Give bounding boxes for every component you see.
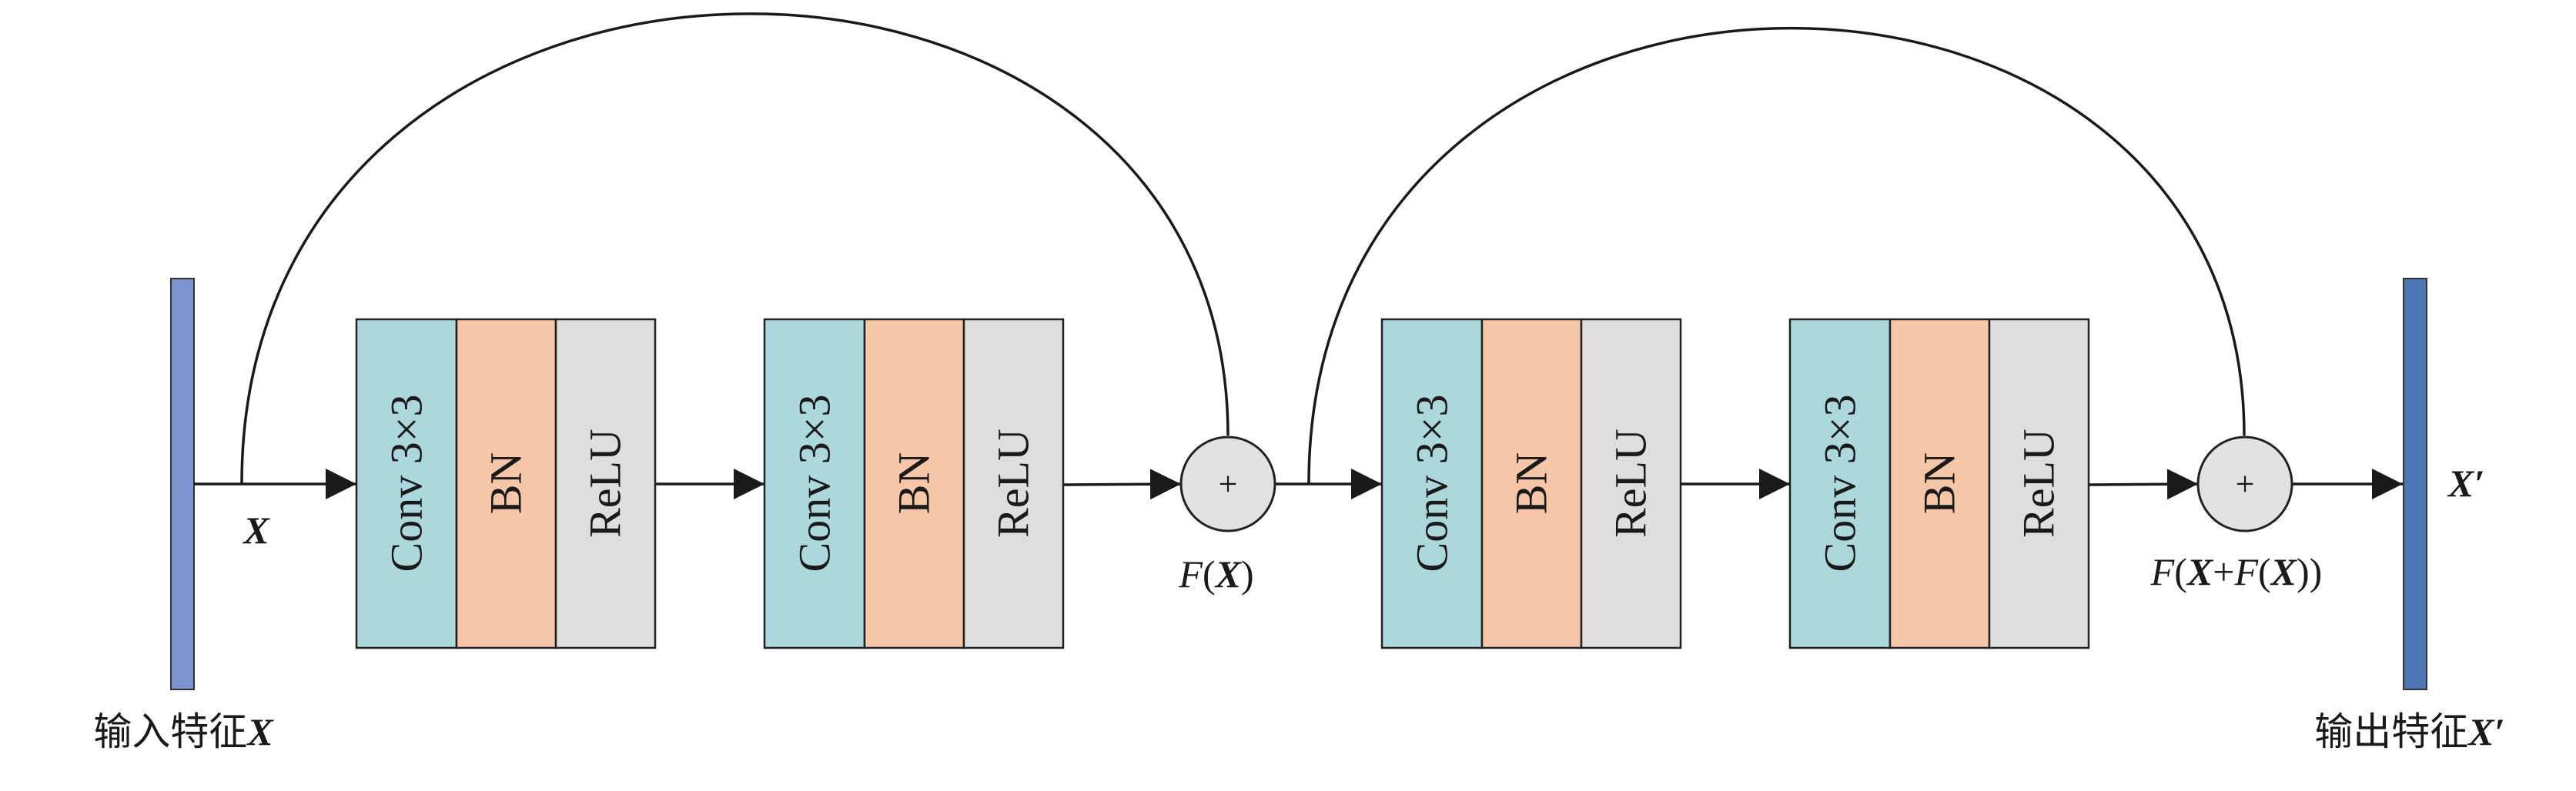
adder-node-1: + [1179, 436, 1276, 532]
adder-1-output-label: F(X) [1178, 552, 1253, 596]
relu-label: ReLU [580, 429, 631, 538]
adder-circle [2196, 436, 2293, 532]
conv-label: Conv 3×3 [1815, 395, 1865, 572]
relu-layer [962, 318, 1065, 649]
conv-bn-relu-block-1: Conv 3×3 BN ReLU [355, 318, 657, 649]
skip-connection-arc-2 [1307, 26, 2246, 485]
relu-layer [554, 318, 657, 649]
conv-label: Conv 3×3 [1407, 395, 1457, 572]
adder-2-output-label: F(X+F(X)) [2150, 550, 2323, 593]
relu-label: ReLU [2014, 429, 2064, 538]
bn-layer [1889, 318, 1991, 649]
input-feature-bar [170, 278, 195, 690]
relu-label: ReLU [1606, 429, 1656, 538]
adder-circle [1179, 436, 1276, 532]
bn-label: BN [481, 452, 531, 515]
relu-label: ReLU [989, 429, 1039, 538]
conv-label: Conv 3×3 [382, 395, 432, 572]
skip-connection-arc-1 [240, 12, 1229, 485]
conv-layer [355, 318, 458, 649]
conv-layer [763, 318, 866, 649]
conv-bn-relu-block-4: Conv 3×3 BN ReLU [1788, 318, 2090, 649]
output-caption: 输出特征X′ [2314, 710, 2504, 753]
relu-layer [1580, 318, 1682, 649]
bn-layer [455, 318, 557, 649]
conv-bn-relu-block-2: Conv 3×3 BN ReLU [763, 318, 1065, 649]
bn-label: BN [1507, 452, 1557, 515]
input-caption: 输入特征X [93, 710, 274, 753]
input-arrow-label: X [242, 509, 270, 552]
arrow-block-4-to-adder-2 [2088, 469, 2199, 500]
plus-symbol: + [2236, 466, 2255, 503]
bn-layer [863, 318, 965, 649]
plus-symbol: + [1219, 466, 1238, 503]
bn-label: BN [889, 452, 939, 515]
adder-node-2: + [2196, 436, 2293, 532]
arrow-block-2-to-adder-1 [1062, 469, 1182, 500]
conv-label: Conv 3×3 [790, 395, 840, 572]
bn-label: BN [1915, 452, 1965, 515]
relu-layer [1988, 318, 2090, 649]
output-feature-bar [2403, 278, 2427, 690]
output-side-label: X′ [2447, 462, 2484, 505]
conv-bn-relu-block-3: Conv 3×3 BN ReLU [1380, 318, 1682, 649]
